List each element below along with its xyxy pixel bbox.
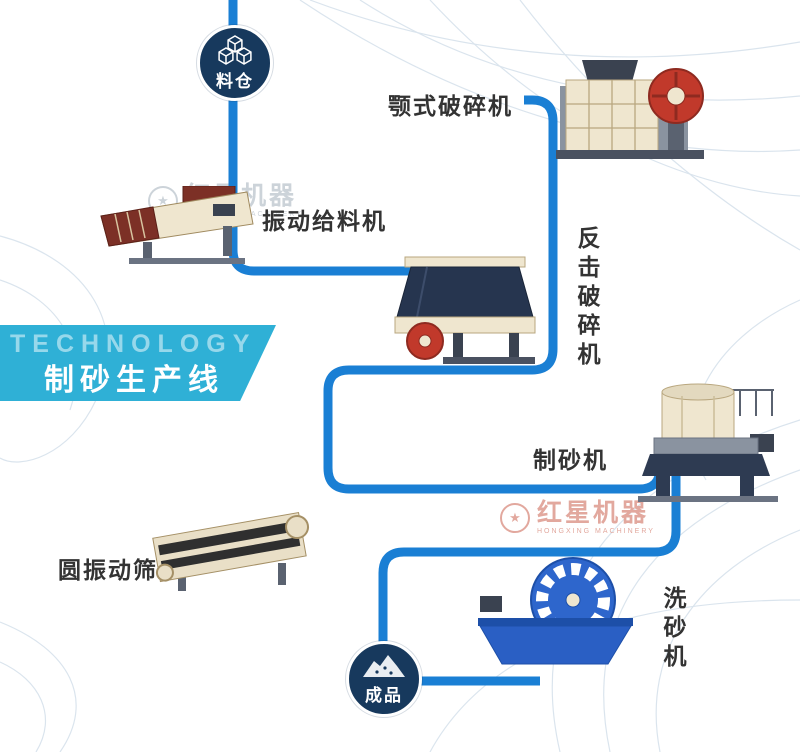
technology-watermark: TECHNOLOGY	[10, 330, 257, 358]
finished-product-pile-icon	[363, 654, 405, 677]
jaw-crusher-illustration	[556, 60, 704, 159]
impact-crusher-label: 反击破碎机	[574, 226, 600, 371]
product-label: 成品	[365, 685, 403, 705]
sand-maker-label: 制砂机	[533, 447, 608, 473]
silo-node: 料仓	[197, 25, 273, 101]
sand-maker-illustration	[638, 383, 778, 502]
product-node: 成品	[346, 641, 422, 717]
impact-crusher-illustration	[394, 256, 536, 364]
washer-tub	[479, 625, 632, 665]
sand-washer-label: 洗砂机	[660, 586, 686, 673]
brand-watermark: ★ 红星机器 HONGXING MACHINERY	[500, 501, 655, 535]
connector-jaw-to-sandmaker	[323, 95, 665, 494]
page-title: 制砂生产线	[44, 364, 224, 397]
storage-cubes-icon	[218, 34, 252, 65]
vibrator-wheel	[285, 515, 310, 540]
connector-sandmaker-to-product	[378, 466, 681, 652]
sand-washer-illustration	[478, 557, 633, 665]
brand-watermark-en: HONGXING MACHINERY	[537, 528, 655, 535]
vibrating-screen-label: 圆振动筛	[58, 557, 158, 583]
title-banner: TECHNOLOGY 制砂生产线	[0, 325, 276, 401]
vibrating-screen-illustration	[152, 511, 310, 591]
vibrating-feeder-illustration	[100, 186, 254, 264]
silo-label: 料仓	[216, 71, 254, 91]
jaw-crusher-label: 颚式破碎机	[388, 93, 513, 119]
brand-watermark-cn: 红星机器	[537, 499, 650, 527]
vibrating-feeder-label: 振动给料机	[262, 208, 387, 234]
connector-silo-to-feeder	[228, 0, 470, 276]
brand-star-icon: ★	[500, 503, 530, 533]
